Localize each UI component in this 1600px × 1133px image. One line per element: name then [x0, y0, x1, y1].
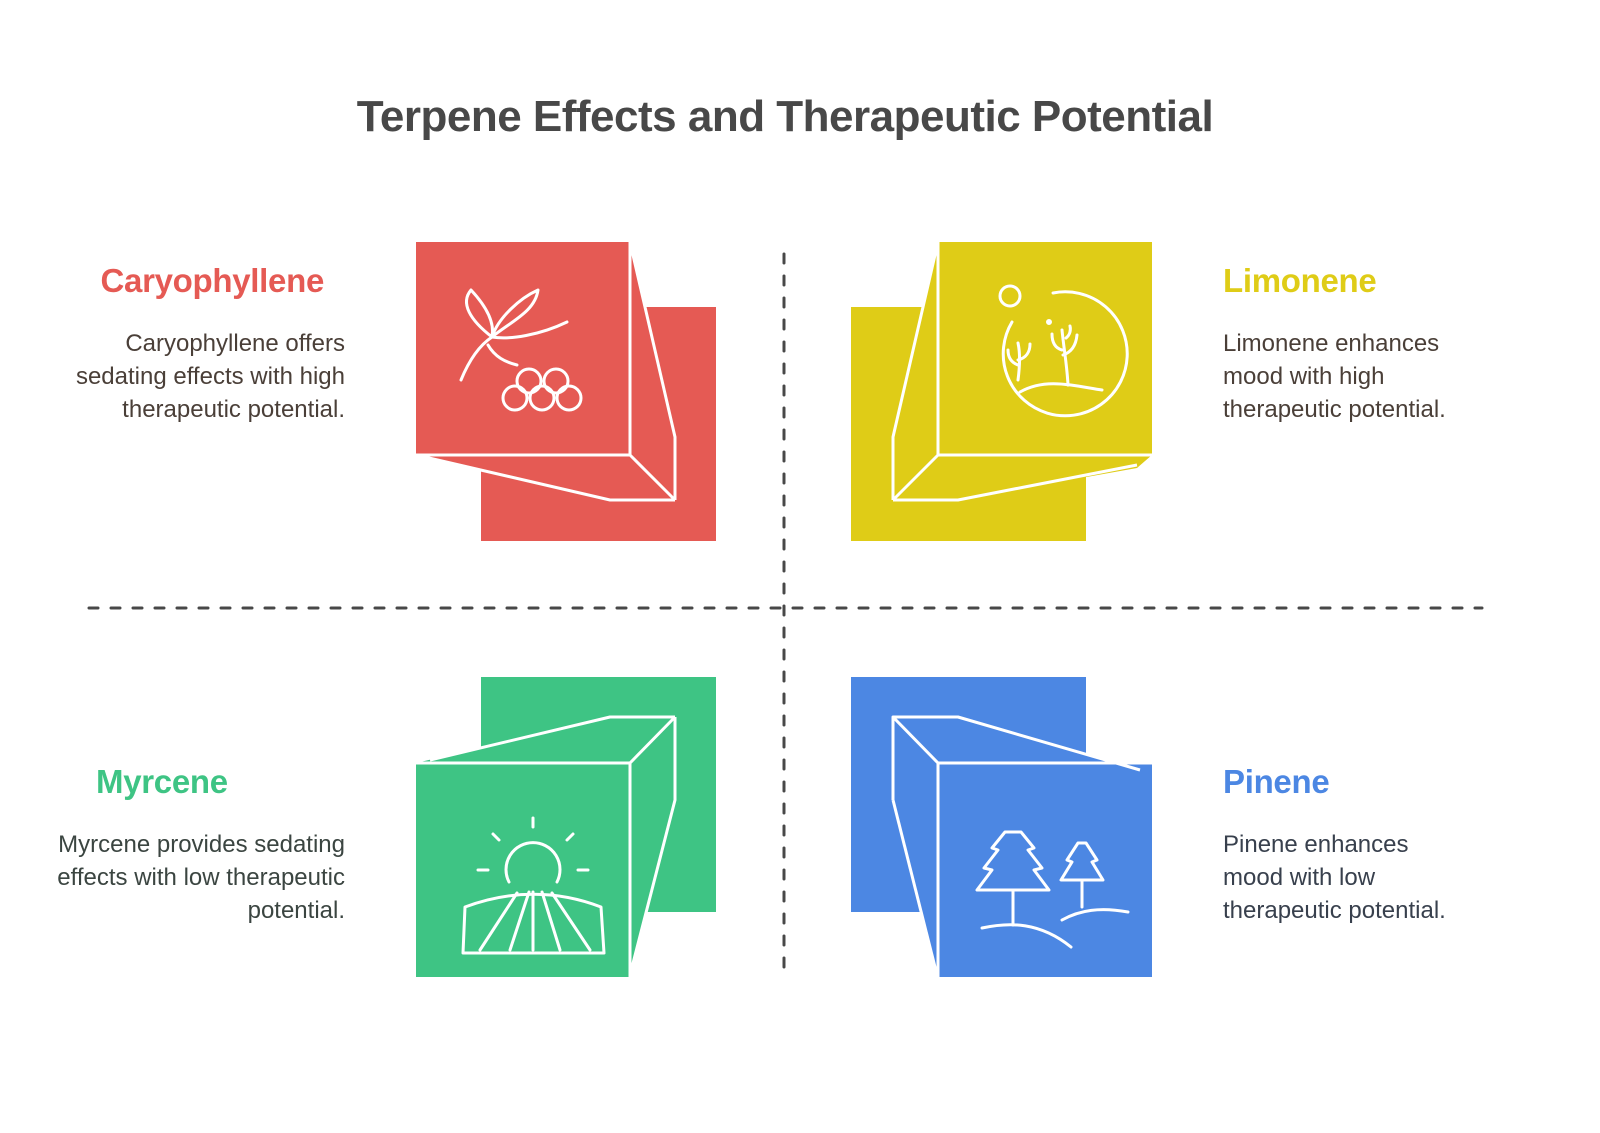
- limonene-description: Limonene enhances mood with high therape…: [1223, 330, 1446, 423]
- quadrant-dividers: [87, 252, 1484, 969]
- page-title: Terpene Effects and Therapeutic Potentia…: [356, 92, 1214, 141]
- berries-leaf-icon: [459, 288, 583, 412]
- myrcene-description: Myrcene provides sedating effects with l…: [57, 831, 345, 924]
- myrcene-heading: Myrcene: [96, 763, 228, 800]
- limonene-box: [851, 241, 1152, 541]
- pinene-heading: Pinene: [1223, 763, 1330, 800]
- pine-trees-icon: [975, 830, 1130, 949]
- caryophyllene-heading: Caryophyllene: [100, 262, 324, 299]
- pinene-box: [851, 677, 1152, 977]
- sunrise-field-icon: [461, 816, 606, 955]
- caryophyllene-box: [415, 241, 716, 541]
- caryophyllene-description: Caryophyllene offers sedating effects wi…: [75, 330, 345, 423]
- desert-landscape-icon: [998, 284, 1129, 418]
- pinene-description: Pinene enhances mood with low therapeuti…: [1223, 831, 1446, 924]
- limonene-heading: Limonene: [1223, 262, 1377, 299]
- myrcene-box: [416, 677, 716, 977]
